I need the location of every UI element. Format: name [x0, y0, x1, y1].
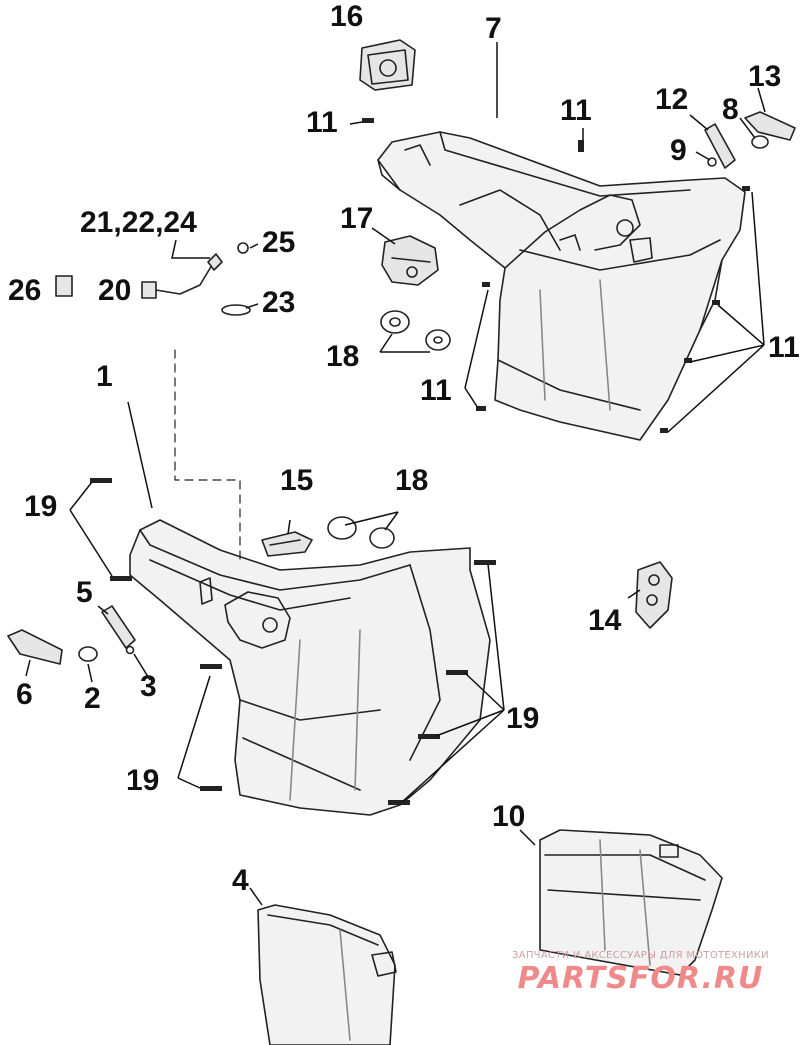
callout-3: 3 [140, 670, 157, 703]
callout-14: 14 [588, 604, 622, 637]
part-5-link [101, 605, 136, 649]
callout-10: 10 [492, 800, 526, 833]
part-18-grommet-d [369, 527, 395, 549]
callout-23: 23 [262, 286, 296, 319]
part-4-lower-cover [257, 904, 397, 1045]
part-13-handle [744, 111, 796, 141]
part-3-screw [125, 645, 135, 655]
callout-11-right: 11 [768, 331, 800, 364]
callout-4: 4 [232, 864, 249, 897]
callout-19-bottom: 19 [126, 764, 160, 797]
callout-9: 9 [670, 134, 687, 167]
callout-25: 25 [262, 226, 296, 259]
fasteners [90, 118, 750, 805]
callout-26: 26 [8, 274, 42, 307]
part-16-grommet [359, 39, 416, 91]
part-18-grommet-c [327, 516, 357, 540]
callout-19-left: 19 [24, 490, 58, 523]
callout-18-bottom: 18 [395, 464, 429, 497]
callout-8: 8 [722, 93, 739, 126]
assembly-guide-line [174, 349, 241, 566]
callout-1: 1 [96, 360, 113, 393]
part-14-clip [635, 561, 673, 629]
part-1-lower-front-cowl [129, 519, 491, 816]
callout-11-top: 11 [560, 94, 592, 127]
part-20-connector [141, 264, 213, 299]
callout-19-right: 19 [506, 702, 540, 735]
watermark-brand: PARTSFOR.RU [517, 961, 764, 996]
callout-6: 6 [16, 678, 33, 711]
watermark: ЗАПЧАСТИ И АКСЕССУАРЫ ДЛЯ МОТОТЕХНИКИ PA… [488, 950, 793, 996]
part-6-handle [7, 629, 63, 665]
part-9-screw [707, 157, 717, 167]
part-15-latch [261, 531, 313, 557]
part-23-plate [221, 304, 251, 316]
callout-13: 13 [748, 60, 782, 93]
watermark-tagline: ЗАПЧАСТИ И АКСЕССУАРЫ ДЛЯ МОТОТЕХНИКИ [512, 950, 769, 961]
part-18-grommet-a [380, 310, 410, 334]
part-25-nut [237, 242, 249, 254]
callout-15: 15 [280, 464, 314, 497]
callout-11-mid: 11 [420, 374, 452, 407]
part-2-washer [78, 646, 98, 662]
leader-lines [25, 42, 766, 906]
callout-11-top-left: 11 [306, 106, 338, 139]
part-7-upper-rear-cowl [377, 131, 746, 441]
part-17-bracket [381, 235, 439, 286]
callout-7: 7 [485, 12, 502, 45]
callout-5: 5 [76, 576, 93, 609]
callout-21-22-24: 21,22,24 [80, 206, 197, 239]
part-18-grommet-b [425, 329, 451, 351]
part-26-block [55, 275, 73, 297]
part-12-link [704, 123, 736, 169]
callout-17: 17 [340, 202, 374, 235]
part-21-22-24-wire-lead [207, 253, 223, 271]
callout-20: 20 [98, 274, 132, 307]
callout-18-top: 18 [326, 340, 360, 373]
callout-2: 2 [84, 682, 101, 715]
callout-12: 12 [655, 83, 689, 116]
part-8-washer [751, 135, 769, 149]
callout-16: 16 [330, 0, 364, 33]
part-10-lower-rear-cover [539, 829, 723, 976]
